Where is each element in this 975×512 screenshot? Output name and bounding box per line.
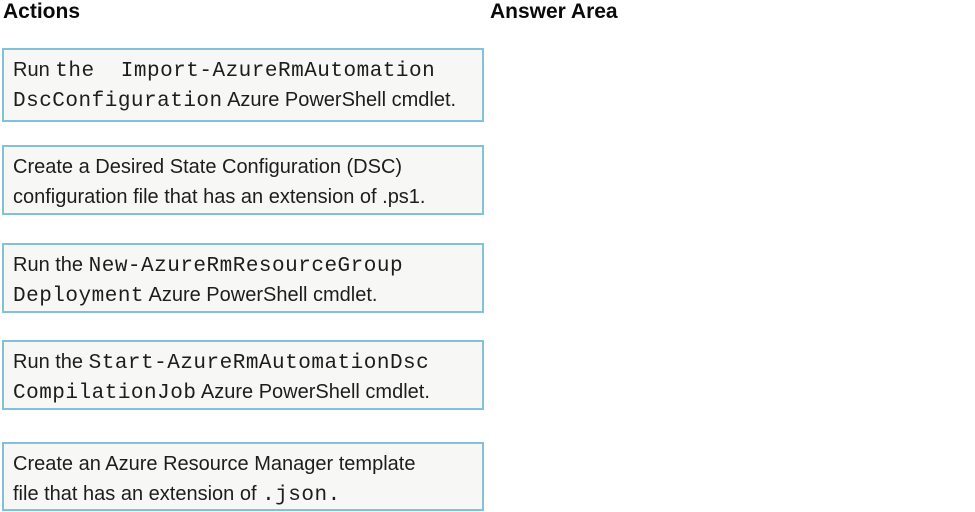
action-text: Azure PowerShell cmdlet. <box>196 381 430 403</box>
action-text: file that has an extension of <box>13 483 263 505</box>
action-card-create-arm-template[interactable]: Create an Azure Resource Manager templat… <box>2 442 484 511</box>
action-text-line: Run the Start-AzureRmAutomationDsc <box>13 348 473 378</box>
action-text: Run the <box>13 254 89 276</box>
action-text-line: DscConfiguration Azure PowerShell cmdlet… <box>13 86 473 116</box>
action-card-start-dsccompilationjob[interactable]: Run the Start-AzureRmAutomationDsc Compi… <box>2 340 484 410</box>
action-cmdlet-text: CompilationJob <box>13 382 197 405</box>
action-cmdlet-text: .json. <box>262 484 341 507</box>
answer-area-dropzone[interactable] <box>490 48 970 508</box>
action-text-line: Create a Desired State Configuration (DS… <box>13 153 473 183</box>
action-text: Run the <box>13 351 89 373</box>
action-cmdlet-text: Start-AzureRmAutomationDsc <box>88 352 430 375</box>
action-cmdlet-text: New-AzureRmResourceGroup <box>88 255 404 278</box>
action-text-line: Create an Azure Resource Manager templat… <box>13 450 473 480</box>
action-text: Create an Azure Resource Manager templat… <box>13 453 416 475</box>
action-text: Azure PowerShell cmdlet. <box>144 284 378 306</box>
action-text-line: Run the New-AzureRmResourceGroup <box>13 251 473 281</box>
action-card-new-resourcegroupdeployment[interactable]: Run the New-AzureRmResourceGroup Deploym… <box>2 243 484 313</box>
action-text-line: Run the Import-AzureRmAutomation <box>13 56 473 86</box>
action-text-line: file that has an extension of .json. <box>13 480 473 510</box>
action-card-create-dsc-file[interactable]: Create a Desired State Configuration (DS… <box>2 145 484 215</box>
action-text: Azure PowerShell cmdlet. <box>222 89 457 111</box>
action-text: Run <box>13 59 56 81</box>
action-cmdlet-text: Deployment <box>13 285 145 308</box>
action-cmdlet-text: the Import-AzureRmAutomation <box>55 60 436 83</box>
action-cmdlet-text: DscConfiguration <box>13 90 223 113</box>
action-text: Create a Desired State Configuration (DS… <box>13 156 403 178</box>
action-card-import-dscconfiguration[interactable]: Run the Import-AzureRmAutomation DscConf… <box>2 48 484 122</box>
action-text: configuration file that has an extension… <box>13 186 426 208</box>
action-text-line: CompilationJob Azure PowerShell cmdlet. <box>13 378 473 408</box>
actions-heading: Actions <box>3 0 81 23</box>
answer-area-heading: Answer Area <box>490 0 618 23</box>
action-text-line: configuration file that has an extension… <box>13 183 473 213</box>
action-text-line: Deployment Azure PowerShell cmdlet. <box>13 281 473 311</box>
